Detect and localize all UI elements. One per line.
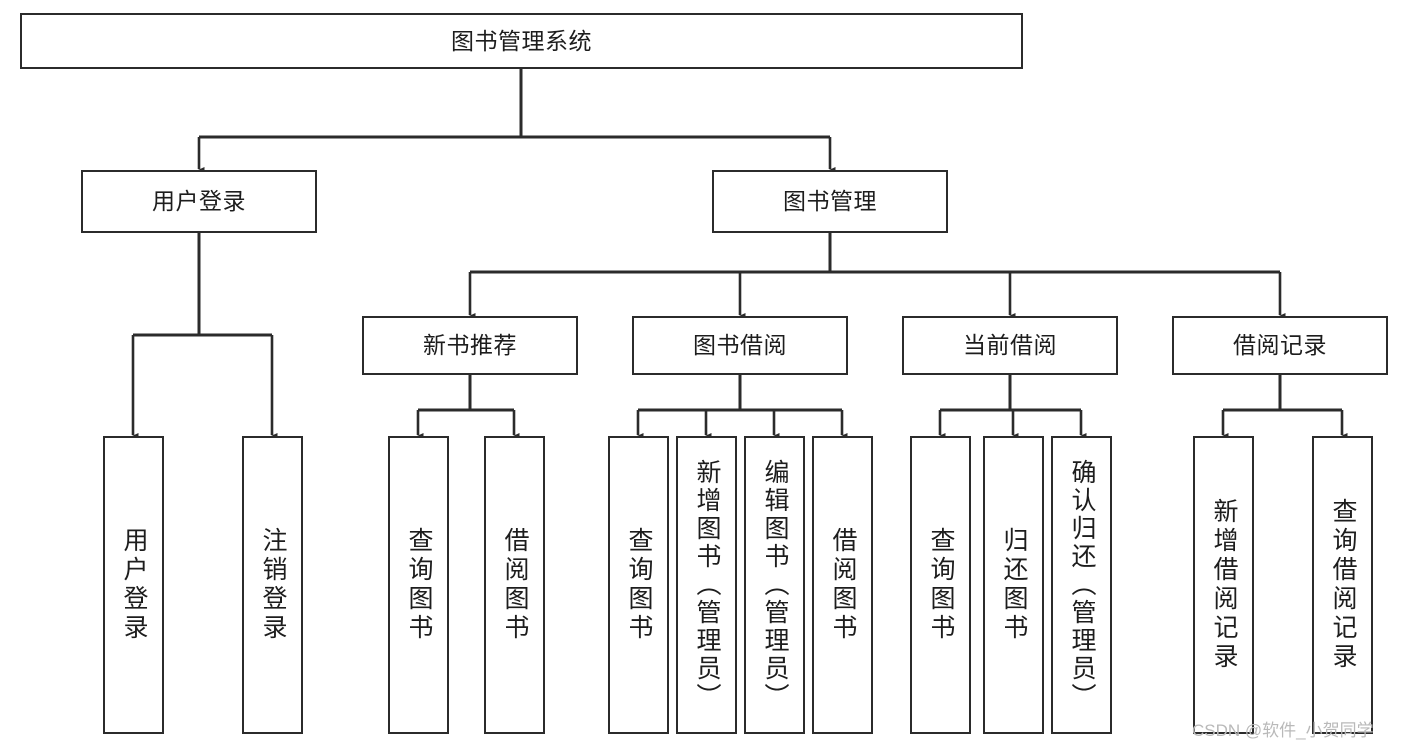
node-leaf-add-book[interactable]: 新增图书（管理员） <box>676 436 737 734</box>
node-user-login[interactable]: 用户登录 <box>81 170 317 233</box>
node-label: 当前借阅 <box>963 332 1057 359</box>
node-new-book-rec[interactable]: 新书推荐 <box>362 316 578 375</box>
node-leaf-query-book-2[interactable]: 查询图书 <box>608 436 669 734</box>
node-label: 确认归还（管理员） <box>1068 459 1096 711</box>
node-label: 新书推荐 <box>423 332 517 359</box>
node-label: 图书管理系统 <box>451 27 592 54</box>
node-leaf-edit-book[interactable]: 编辑图书（管理员） <box>744 436 805 734</box>
node-label: 新增借阅记录 <box>1210 498 1238 672</box>
node-label: 查询图书 <box>927 527 955 643</box>
node-leaf-query-book-3[interactable]: 查询图书 <box>910 436 971 734</box>
node-leaf-borrow-book-2[interactable]: 借阅图书 <box>812 436 873 734</box>
node-label: 借阅图书 <box>829 527 857 643</box>
node-label: 查询图书 <box>625 527 653 643</box>
node-leaf-confirm-return[interactable]: 确认归还（管理员） <box>1051 436 1112 734</box>
node-label: 用户登录 <box>120 527 148 643</box>
node-root-system[interactable]: 图书管理系统 <box>20 13 1023 69</box>
node-label: 新增图书（管理员） <box>693 459 721 711</box>
node-label: 注销登录 <box>259 527 287 643</box>
node-book-manage[interactable]: 图书管理 <box>712 170 948 233</box>
node-current-borrow[interactable]: 当前借阅 <box>902 316 1118 375</box>
node-label: 图书管理 <box>783 188 877 215</box>
node-leaf-add-record[interactable]: 新增借阅记录 <box>1193 436 1254 734</box>
node-borrow-record[interactable]: 借阅记录 <box>1172 316 1388 375</box>
node-label: 用户登录 <box>152 188 246 215</box>
node-leaf-user-login[interactable]: 用户登录 <box>103 436 164 734</box>
node-leaf-borrow-book-1[interactable]: 借阅图书 <box>484 436 545 734</box>
node-label: 查询图书 <box>405 527 433 643</box>
node-label: 借阅记录 <box>1233 332 1327 359</box>
node-label: 借阅图书 <box>501 527 529 643</box>
node-leaf-return-book[interactable]: 归还图书 <box>983 436 1044 734</box>
node-book-borrow[interactable]: 图书借阅 <box>632 316 848 375</box>
node-leaf-logout[interactable]: 注销登录 <box>242 436 303 734</box>
node-leaf-query-record[interactable]: 查询借阅记录 <box>1312 436 1373 734</box>
node-leaf-query-book-1[interactable]: 查询图书 <box>388 436 449 734</box>
node-label: 编辑图书（管理员） <box>761 459 789 711</box>
node-label: 图书借阅 <box>693 332 787 359</box>
node-label: 查询借阅记录 <box>1329 498 1357 672</box>
node-label: 归还图书 <box>1000 527 1028 643</box>
connector-lines <box>127 69 1348 443</box>
